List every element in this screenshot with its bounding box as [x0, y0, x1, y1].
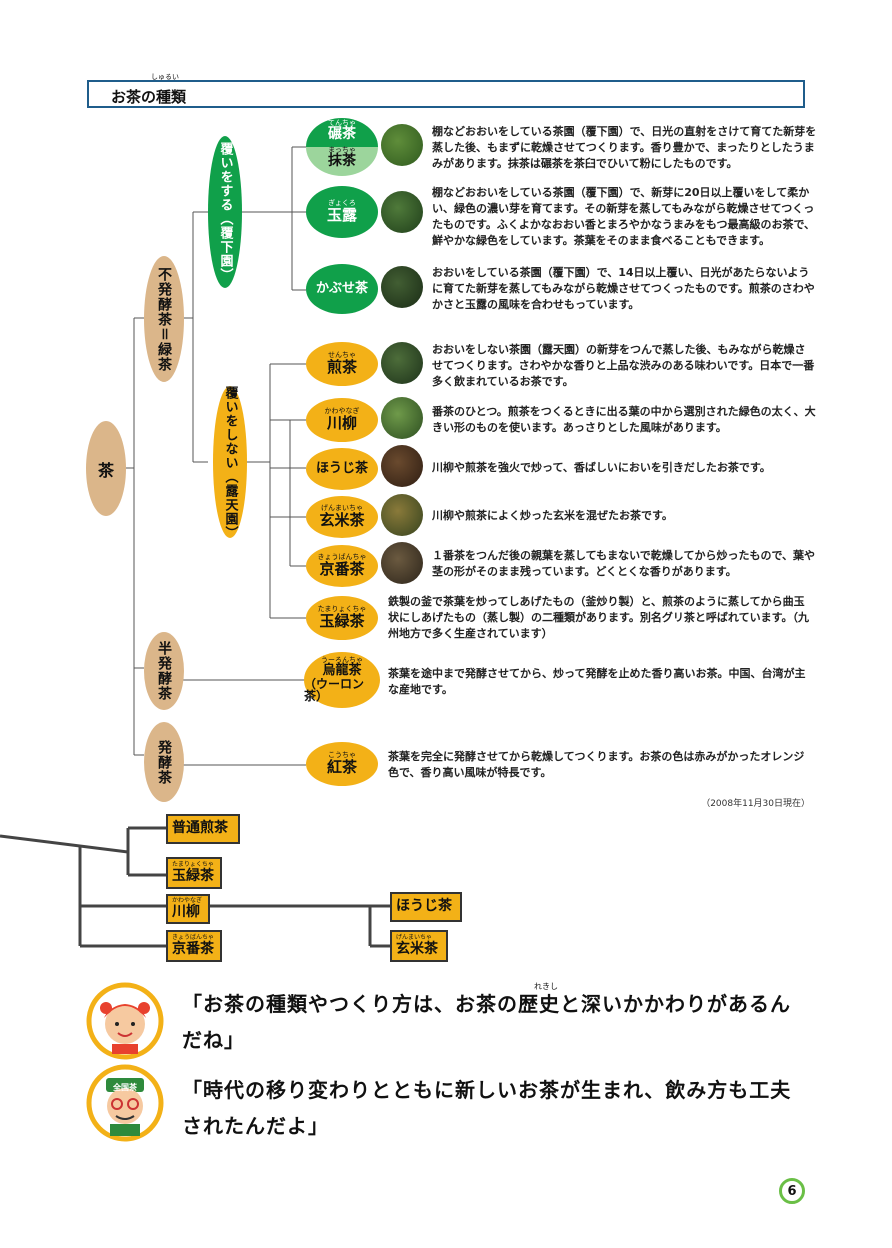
lineage-box-ruby: げんまいちゃ [396, 934, 433, 941]
lineage-box-label: 普通煎茶 [172, 820, 228, 837]
tea-ruby: てんちゃ [328, 119, 356, 127]
tea-name: 抹茶 [328, 153, 356, 170]
tea-leaf-image-kyobancha [381, 542, 423, 584]
section-title-bar: しゅるい お茶の種類 [87, 73, 805, 108]
tea-description-sencha: おおいをしない茶園（露天園）の新芽をつんで蒸した後、もみながら乾燥させてつくりま… [432, 343, 815, 388]
tea-description-koucha: 茶葉を完全に発酵させてから乾燥してつくります。お茶の色は赤みがかったオレンジ色で… [388, 750, 805, 779]
section-title: お茶の種類 [111, 88, 187, 106]
tea-node-genmaicha: げんまいちゃ 玄米茶 [306, 496, 378, 538]
tea-node-houjicha: ほうじ茶 [306, 448, 378, 490]
group-covered: 覆いをする（覆下園） [208, 136, 242, 288]
tea-ruby: こうちゃ [328, 751, 356, 760]
tea-node-kawayanagi: かわやなぎ 川柳 [306, 398, 378, 442]
tea-node-gyokuro: ぎょくろ 玉露 [306, 186, 378, 238]
tea-name: 玉緑茶 [319, 611, 365, 630]
tea-node-tencha: てんちゃ 碾茶 まっちゃ 抹茶 [306, 118, 378, 176]
tea-leaf-image-gyokuro [381, 191, 423, 233]
lineage-box-genmaicha: げんまいちゃ 玄米茶 [390, 930, 448, 962]
lineage-box-futsu-sencha: 普通煎茶 [166, 814, 240, 844]
lineage-box-houjicha: ほうじ茶 [390, 892, 462, 922]
category-unfermented-label: 不発酵茶＝緑茶 [156, 266, 172, 372]
tea-node-sencha: せんちゃ 煎茶 [306, 342, 378, 386]
lineage-box-ruby: きょうばんちゃ [172, 934, 215, 941]
tea-leaf-image-tencha [381, 124, 423, 166]
group-covered-label: 覆いをする（覆下園） [217, 142, 233, 282]
tea-name: 玄米茶 [319, 510, 365, 529]
tea-leaf-image-genmaicha [381, 494, 423, 536]
tea-description-oolong: 茶葉を途中まで発酵させてから、炒って発酵を止めた香り高いお茶。中国、台湾が主な産… [388, 667, 806, 696]
lineage-box-label: 玉緑茶 [172, 867, 214, 884]
girl-character-avatar [86, 982, 164, 1060]
lineage-box-label: ほうじ茶 [396, 898, 452, 915]
tea-ruby: せんちゃ [328, 351, 356, 360]
tea-description-kabusecha: おおいをしている茶園（覆下園）で、14日以上覆い、日光があたらないように育てた新… [432, 266, 815, 311]
tea-name: 玉露 [326, 205, 357, 224]
tea-leaf-image-kawayanagi [381, 397, 423, 439]
tea-name: 紅茶 [326, 757, 357, 776]
tea-description-genmaicha: 川柳や煎茶によく炒った玄米を混ぜたお茶です。 [432, 509, 673, 522]
tea-ruby: かわやなぎ [324, 407, 360, 416]
category-semi-label: 半発酵茶 [156, 641, 172, 701]
tea-node-kyobancha: きょうばんちゃ 京番茶 [306, 545, 378, 587]
tea-description-tamaryokucha: 鉄製の釜で茶葉を炒ってしあげたもの（釜炒り製）と、煎茶のように蒸してから曲玉状に… [388, 595, 809, 640]
tea-name: かぶせ茶 [315, 281, 368, 297]
lineage-box-label: 玄米茶 [396, 940, 438, 957]
man-speech-line1: 「時代の移り変わりとともに新しいお茶が生まれ、飲み方も工夫 [182, 1078, 792, 1102]
page-number: 6 [779, 1178, 805, 1204]
lineage-box-kawayanagi: かわやなぎ 川柳 [166, 894, 210, 924]
tea-description-tencha: 棚などおおいをしている茶園（覆下園）で、日光の直射をさけて育てた新芽を蒸した後、… [432, 125, 817, 170]
category-fermented-label: 発酵茶 [156, 739, 172, 785]
girl-speech-line1: 「お茶の種類やつくり方は、お茶の歴史と深いかかわりがあるん [182, 992, 791, 1016]
lineage-box-label: 京番茶 [172, 940, 214, 957]
girl-speech: 「お茶の種類やつくり方は、お茶の歴史と深いかかわりがあるん だね」 [182, 986, 822, 1058]
tea-name: ほうじ茶 [315, 461, 368, 477]
tea-ruby: まっちゃ [328, 146, 356, 154]
rekishi-ruby: れきし [534, 982, 558, 991]
tea-node-tamaryokucha: たまりょくちゃ 玉緑茶 [306, 596, 378, 640]
lineage-lines [0, 826, 390, 948]
girl-speech-line2: だね」 [182, 1028, 245, 1052]
category-semi-fermented: 半発酵茶 [144, 632, 184, 710]
tea-name: 京番茶 [319, 559, 365, 578]
tea-man-character-avatar [86, 1064, 164, 1142]
category-unfermented: 不発酵茶＝緑茶 [144, 256, 184, 382]
lineage-box-kyobancha: きょうばんちゃ 京番茶 [166, 930, 222, 962]
date-note: （2008年11月30日現在） [701, 799, 810, 809]
tea-leaf-image-sencha [381, 342, 423, 384]
tea-node-koucha: こうちゃ 紅茶 [306, 742, 378, 786]
lineage-box-tamaryokucha: たまりょくちゃ 玉緑茶 [166, 857, 222, 889]
man-speech-line2: されたんだよ」 [182, 1114, 329, 1138]
tea-ruby: たまりょくちゃ [317, 605, 367, 614]
tea-ruby: ぎょくろ [328, 199, 356, 208]
tea-name: 碾茶 [328, 126, 356, 143]
tea-description-kyobancha: １番茶をつんだ後の親葉を蒸してもまないで乾燥してから炒ったもので、葉や茎の形がそ… [432, 549, 816, 578]
lineage-box-ruby: たまりょくちゃ [172, 861, 214, 868]
tea-name-alt: （ウーロン茶） [304, 676, 365, 704]
tea-description-houjicha: 川柳や煎茶を強火で炒って、香ばしいにおいを引きだしたお茶です。 [432, 461, 771, 474]
tea-description-gyokuro: 棚などおおいをしている茶園（覆下園）で、新芽に20日以上覆いをして柔かい、緑色の… [432, 186, 816, 247]
cap-text: 全国茶 [113, 1083, 137, 1092]
title-ruby: しゅるい [151, 73, 179, 81]
man-speech: 「時代の移り変わりとともに新しいお茶が生まれ、飲み方も工夫 されたんだよ」 [182, 1072, 822, 1144]
tea-name: 煎茶 [326, 357, 357, 376]
lineage-box-label: 川柳 [172, 903, 200, 920]
tea-ruby: きょうばんちゃ [317, 553, 367, 562]
group-uncovered-label: 覆いをしない（露天園） [222, 386, 238, 540]
tea-node-kabusecha: かぶせ茶 [306, 264, 378, 314]
tea-description-kawayanagi: 番茶のひとつ。煎茶をつくるときに出る葉の中から選別された緑色の太く、大きい形のも… [432, 405, 816, 434]
tea-ruby: うーろんちゃ [321, 655, 363, 664]
lineage-box-ruby: かわやなぎ [172, 897, 203, 904]
tea-ruby: げんまいちゃ [321, 504, 363, 513]
tea-name: 烏龍茶 [322, 663, 362, 679]
tea-leaf-image-kabusecha [381, 266, 423, 308]
root-node: 茶 [86, 421, 126, 516]
tea-name: 川柳 [326, 413, 357, 432]
group-uncovered: 覆いをしない（露天園） [213, 386, 247, 540]
category-fermented: 発酵茶 [144, 722, 184, 802]
tea-node-oolong: うーろんちゃ 烏龍茶 （ウーロン茶） [304, 652, 380, 708]
tea-leaf-image-houjicha [381, 445, 423, 487]
